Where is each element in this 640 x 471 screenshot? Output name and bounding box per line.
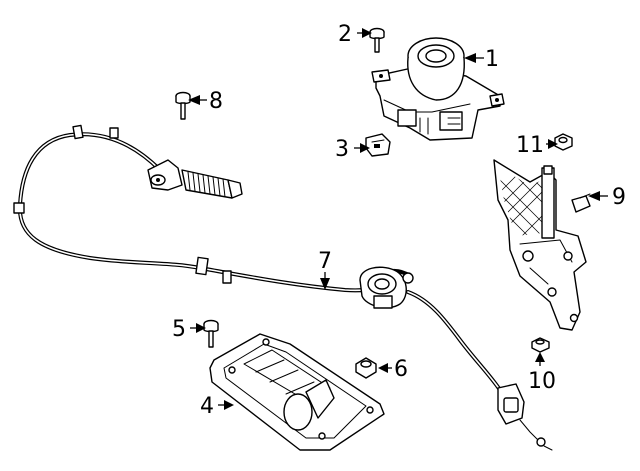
- bolt-10: [531, 337, 550, 353]
- callout-9: 9: [612, 185, 626, 210]
- callout-10: 10: [528, 369, 556, 394]
- callout-7: 7: [318, 249, 332, 274]
- cable-grommet: [359, 266, 414, 309]
- bolt-8: [175, 91, 191, 120]
- callout-11: 11: [516, 133, 544, 158]
- callout-5: 5: [172, 317, 186, 342]
- cable-end-bracket: [147, 159, 243, 199]
- mounting-bracket: [493, 159, 591, 331]
- nut-11: [554, 133, 573, 151]
- callout-6: 6: [394, 357, 408, 382]
- callout-8: 8: [209, 89, 223, 114]
- cable-connector: [497, 383, 553, 451]
- clip-3: [365, 133, 391, 157]
- nut-6: [355, 357, 377, 379]
- bolt-5: [203, 319, 219, 348]
- callout-4: 4: [200, 394, 214, 419]
- shifter-assembly: [371, 37, 505, 141]
- shift-cable: [13, 124, 502, 392]
- base-plate: [209, 333, 385, 451]
- callout-2: 2: [338, 22, 352, 47]
- callout-labels: 1 2 3 4 5 6 7 8 9 10 11: [172, 22, 626, 419]
- callout-1: 1: [485, 47, 499, 72]
- leader-lines: [188, 28, 608, 410]
- bolt-2: [369, 27, 385, 53]
- callout-3: 3: [335, 137, 349, 162]
